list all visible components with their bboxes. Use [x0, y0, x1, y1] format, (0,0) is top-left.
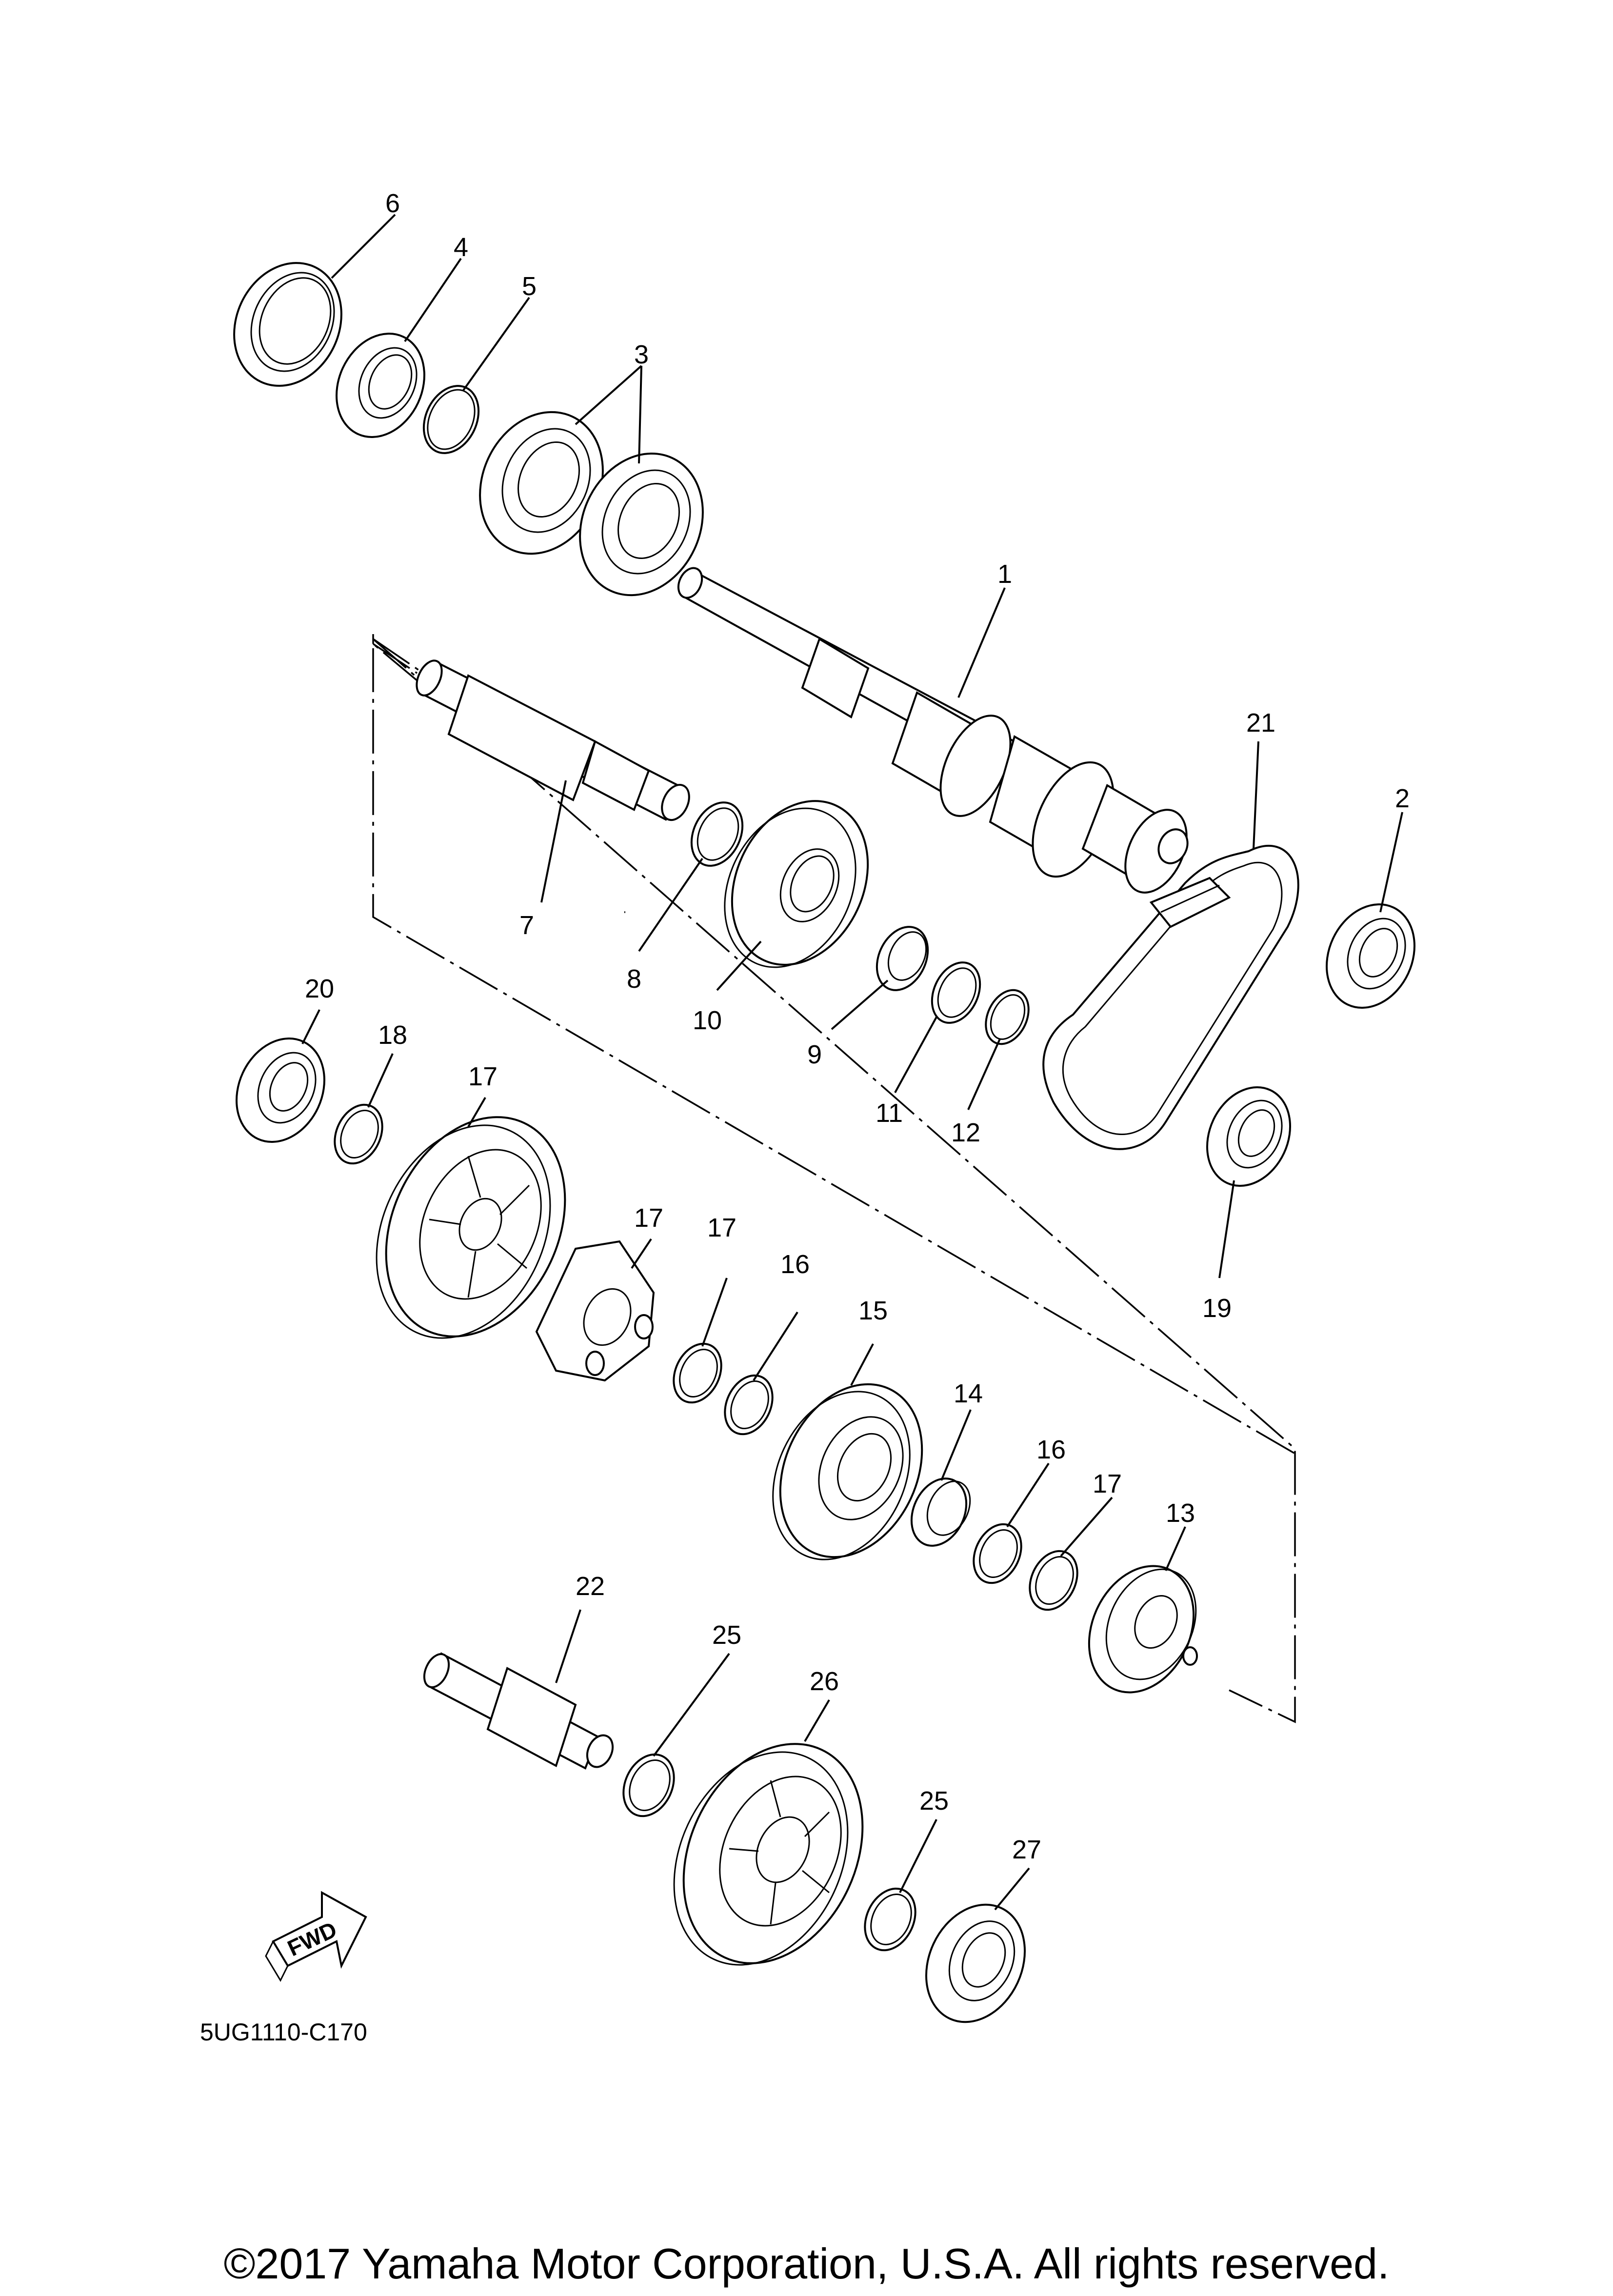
part-26-gear [673, 1743, 864, 1966]
assembly-frame [372, 642, 1295, 1455]
callout-19: 17 [468, 1062, 498, 1091]
reference-code: 5UG1110-C170 [200, 2018, 367, 2046]
part-4-bearing [336, 333, 425, 438]
part-20-washer [334, 1103, 383, 1165]
part-6-oil-seal [233, 262, 342, 387]
callout-12: 12 [951, 1118, 980, 1147]
callout-16a: 16 [780, 1250, 810, 1279]
part-25b-circlip [864, 1887, 916, 1952]
part-12-circlip [985, 989, 1030, 1045]
callout-23: 21 [1246, 708, 1275, 738]
callout-15: 15 [858, 1296, 888, 1325]
part-3-bearing-b [579, 452, 704, 597]
part-22-bearing [236, 1038, 325, 1143]
part-13-gear [1088, 1565, 1198, 1694]
part-25a-circlip [622, 1753, 675, 1817]
part-16b-washer [973, 1523, 1022, 1584]
callout-16b: 16 [1036, 1435, 1066, 1464]
callout-18: 17 [634, 1203, 663, 1233]
leader-lines [301, 214, 1403, 1911]
callout-10: 10 [693, 1006, 722, 1035]
callout-1: 1 [997, 559, 1012, 589]
part-17b-circlip [1029, 1550, 1078, 1611]
callout-21: 19 [1202, 1294, 1232, 1323]
callout-17b: 17 [1093, 1469, 1122, 1498]
callout-3: 3 [634, 340, 649, 369]
callout-2: 2 [1395, 784, 1410, 813]
callout-14: 14 [954, 1379, 983, 1408]
fwd-arrow: FWD [265, 1891, 367, 1982]
part-2-bearing [1326, 903, 1415, 1009]
assembly-outline [372, 638, 1296, 1723]
part-10-gear [724, 800, 869, 968]
part-17a-circlip [673, 1342, 722, 1404]
part-15-gear [772, 1383, 923, 1560]
part-21-bearing [1206, 1086, 1292, 1187]
part-27-bearing [925, 1903, 1026, 2023]
callout-7: 7 [519, 911, 534, 940]
callout-8: 8 [627, 964, 641, 994]
callout-13: 13 [1166, 1498, 1195, 1528]
outline-top-left [373, 638, 427, 677]
callout-25-upper: 25 [712, 1620, 741, 1650]
part-5-o-ring [422, 385, 480, 454]
callout-24: 22 [576, 1572, 605, 1601]
part-24-shaft [423, 1652, 614, 1770]
part-18-cam [535, 1240, 655, 1382]
part-23-chain [1042, 844, 1299, 1150]
callout-9: 9 [807, 1040, 822, 1069]
part-3-bearing-a [479, 411, 604, 555]
callout-20: 18 [378, 1020, 407, 1050]
callout-5: 5 [522, 272, 537, 301]
callout-17a: 17 [707, 1213, 737, 1242]
copyright-notice: ©2017 Yamaha Motor Corporation, U.S.A. A… [223, 2239, 1390, 2288]
callout-27: 27 [1012, 1835, 1041, 1864]
callouts: 6 4 5 3 1 21 2 7 8 10 9 11 12 20 18 17 1… [305, 189, 1410, 1864]
callout-26: 26 [810, 1667, 839, 1696]
callout-22: 20 [305, 974, 334, 1003]
callout-11: 11 [876, 1098, 903, 1128]
part-19-gear [376, 1116, 566, 1339]
part-16a-washer [724, 1374, 774, 1436]
part-11-washer [931, 961, 981, 1024]
callout-25-lower: 25 [919, 1786, 949, 1816]
callout-6: 6 [385, 189, 400, 218]
callout-4: 4 [454, 233, 468, 262]
part-14-collar [910, 1477, 971, 1547]
part-7-drive-axle [416, 659, 690, 821]
part-8-washer [690, 801, 744, 867]
part-1-main-axle [677, 567, 1189, 894]
callouts-mid-assembly: 13 14 15 16 16 17 17 [707, 1213, 1195, 1528]
part-9-needle-bearing [876, 926, 929, 991]
